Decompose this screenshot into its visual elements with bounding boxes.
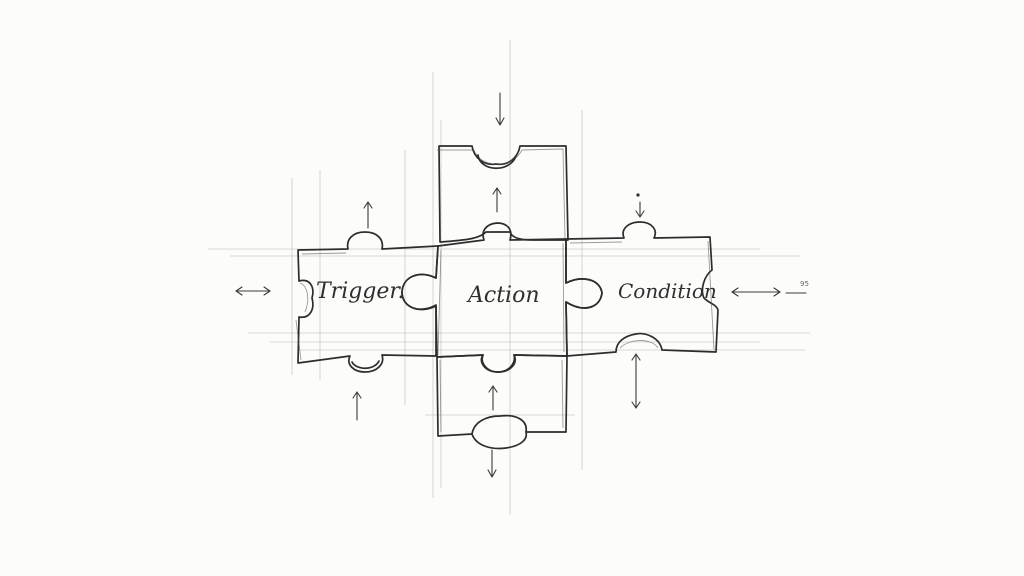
- label-condition: Condition: [618, 279, 717, 303]
- puzzle-piece-trigger: [295, 231, 439, 373]
- double-arrow-icon: [731, 287, 807, 297]
- side-mark: 95: [800, 280, 809, 288]
- puzzle-piece-condition: [565, 221, 719, 357]
- label-action: Action: [466, 283, 540, 308]
- arrow-icon: [363, 201, 373, 229]
- arrow-icon: [492, 187, 502, 213]
- double-arrow-icon: [235, 286, 271, 296]
- arrow-icon: [488, 385, 498, 411]
- arrow-icon: [495, 92, 505, 126]
- arrow-icon: [487, 449, 497, 478]
- label-trigger: Trigger.: [316, 279, 405, 304]
- arrows: [235, 92, 807, 478]
- puzzle-piece-bottom: [436, 354, 568, 450]
- double-arrow-icon: [631, 353, 641, 409]
- puzzle-piece-top: [437, 145, 569, 243]
- arrow-icon: [635, 193, 645, 218]
- arrow-icon: [352, 391, 362, 421]
